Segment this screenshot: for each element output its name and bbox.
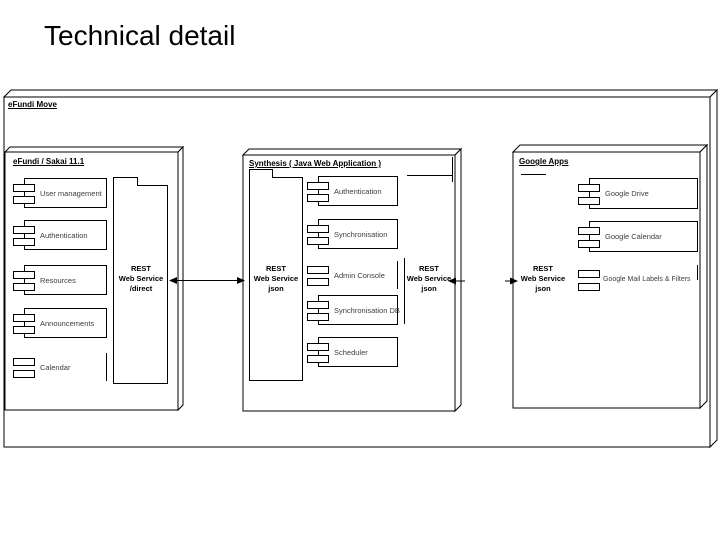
component-port-icon — [13, 314, 35, 322]
component-port-icon — [307, 182, 329, 190]
component-port-icon — [578, 240, 600, 248]
component-edge — [697, 265, 698, 280]
component-port-icon — [13, 358, 35, 366]
rest-json-left-interface-box — [249, 169, 303, 381]
component-user-management: User management — [13, 178, 107, 208]
component-port-icon — [307, 278, 329, 286]
component-port-icon — [13, 196, 35, 204]
synthesis-node-title: Synthesis ( Java Web Application ) — [249, 159, 382, 168]
component-port-icon — [13, 326, 35, 334]
component-port-icon — [13, 283, 35, 291]
component-google-drive: Google Drive — [578, 178, 698, 209]
folder-tab-icon — [113, 177, 138, 186]
component-google-calendar: Google Calendar — [578, 221, 698, 252]
component-port-icon — [307, 301, 329, 309]
arrowhead-into-synthesis-icon — [448, 277, 456, 285]
component-admin-console: Admin Console — [307, 260, 398, 290]
arrowhead-right-icon — [237, 277, 245, 284]
component-port-icon — [578, 197, 600, 205]
component-port-icon — [307, 194, 329, 202]
component-port-icon — [13, 238, 35, 246]
component-authentication-synthesis: Authentication — [307, 176, 398, 206]
arrowhead-left-icon — [169, 277, 177, 284]
component-port-icon — [13, 226, 35, 234]
rest-direct-interface-box — [113, 177, 168, 384]
component-port-icon — [578, 270, 600, 278]
component-port-icon — [13, 370, 35, 378]
component-resources: Resources — [13, 265, 107, 295]
component-port-icon — [578, 184, 600, 192]
component-port-icon — [307, 355, 329, 363]
sakai-node-title: eFundi / Sakai 11.1 — [13, 157, 85, 166]
component-synchronisation: Synchronisation — [307, 219, 398, 249]
rest-json-left-label: REST Web Service json — [253, 264, 299, 293]
component-port-icon — [307, 343, 329, 351]
component-port-icon — [578, 227, 600, 235]
slide-title: Technical detail — [44, 20, 236, 51]
component-port-icon — [13, 271, 35, 279]
component-synchronisation-db: Synchronisation DB — [307, 295, 400, 325]
bidirectional-arrow — [169, 277, 245, 284]
component-port-icon — [578, 283, 600, 291]
component-edge — [106, 353, 107, 381]
folder-tab-icon — [249, 169, 273, 178]
component-edge — [397, 261, 398, 289]
rest-json-right-label: REST Web Service json — [406, 264, 452, 293]
component-port-icon — [307, 225, 329, 233]
synthesis-google-arrow-stubs — [448, 277, 518, 285]
component-port-icon — [307, 266, 329, 274]
component-authentication-sakai: Authentication — [13, 220, 107, 250]
google-node-title: Google Apps — [519, 157, 569, 166]
component-calendar: Calendar — [13, 352, 107, 382]
component-port-icon — [307, 313, 329, 321]
arrowhead-into-google-icon — [510, 277, 518, 285]
component-port-icon — [307, 237, 329, 245]
frame-node-title: eFundi Move — [8, 100, 57, 109]
component-google-mail-labels-filters: Google Mail Labels & Filters — [578, 264, 698, 295]
component-port-icon — [13, 184, 35, 192]
rest-direct-label: REST Web Service /direct — [118, 264, 164, 293]
component-announcements: Announcements — [13, 308, 107, 338]
component-scheduler: Scheduler — [307, 337, 398, 367]
rest-json-google-label: REST Web Service json — [520, 264, 566, 293]
